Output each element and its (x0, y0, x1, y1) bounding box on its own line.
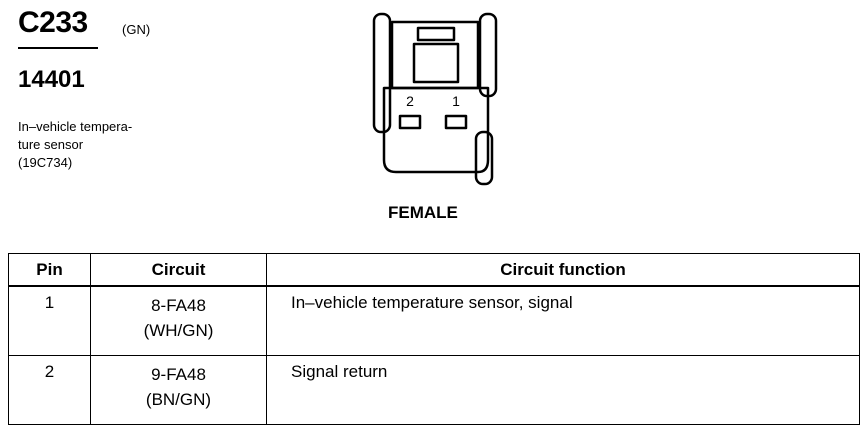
wire-color: (BN/GN) (145, 390, 212, 409)
bottom-latch-tab (474, 130, 494, 186)
circuit-number: 8-FA48 (151, 296, 206, 315)
header-circuit-function: Circuit function (266, 253, 860, 287)
connector-id: C233 (18, 6, 88, 39)
pin-number: 1 (8, 285, 91, 356)
connector-body (382, 86, 490, 174)
circuit-function: In–vehicle temperature sensor, signal (266, 285, 860, 356)
table-row: 2 9-FA48 (BN/GN) Signal return (8, 355, 860, 425)
connector-face-drawing: 2 1 (372, 12, 498, 186)
pin-label-2: 2 (406, 93, 414, 109)
header-circuit: Circuit (90, 253, 267, 287)
circuit-number: 9-FA48 (151, 365, 206, 384)
header-pin: Pin (8, 253, 91, 287)
circuit-function: Signal return (266, 355, 860, 425)
connector-top-housing (390, 20, 480, 90)
pin-label-1: 1 (452, 93, 460, 109)
connector-color-code: (GN) (122, 22, 151, 37)
pin-number: 2 (8, 355, 91, 425)
left-latch-arm (372, 12, 392, 134)
lock-tab-window (412, 42, 460, 84)
connector-gender-label: FEMALE (388, 203, 458, 222)
part-number: 14401 (18, 66, 85, 93)
pinout-table: Pin Circuit Circuit function 1 8-FA48 (W… (8, 253, 860, 425)
description-line: In–vehicle tempera- (18, 119, 133, 134)
description-line: (19C734) (18, 155, 73, 170)
pin-cavity-1 (444, 114, 468, 130)
connector-description: In–vehicle tempera- ture sensor (19C734) (18, 118, 132, 172)
right-latch-arm (478, 12, 498, 98)
connector-id-underline (18, 47, 98, 49)
table-row: 1 8-FA48 (WH/GN) In–vehicle temperature … (8, 285, 860, 356)
circuit-cell: 8-FA48 (WH/GN) (90, 285, 267, 356)
circuit-cell: 9-FA48 (BN/GN) (90, 355, 267, 425)
description-line: ture sensor (18, 137, 84, 152)
wire-color: (WH/GN) (143, 321, 214, 340)
table-header-row: Pin Circuit Circuit function (8, 253, 860, 287)
pin-cavity-2 (398, 114, 422, 130)
lock-tab-top (416, 26, 456, 42)
